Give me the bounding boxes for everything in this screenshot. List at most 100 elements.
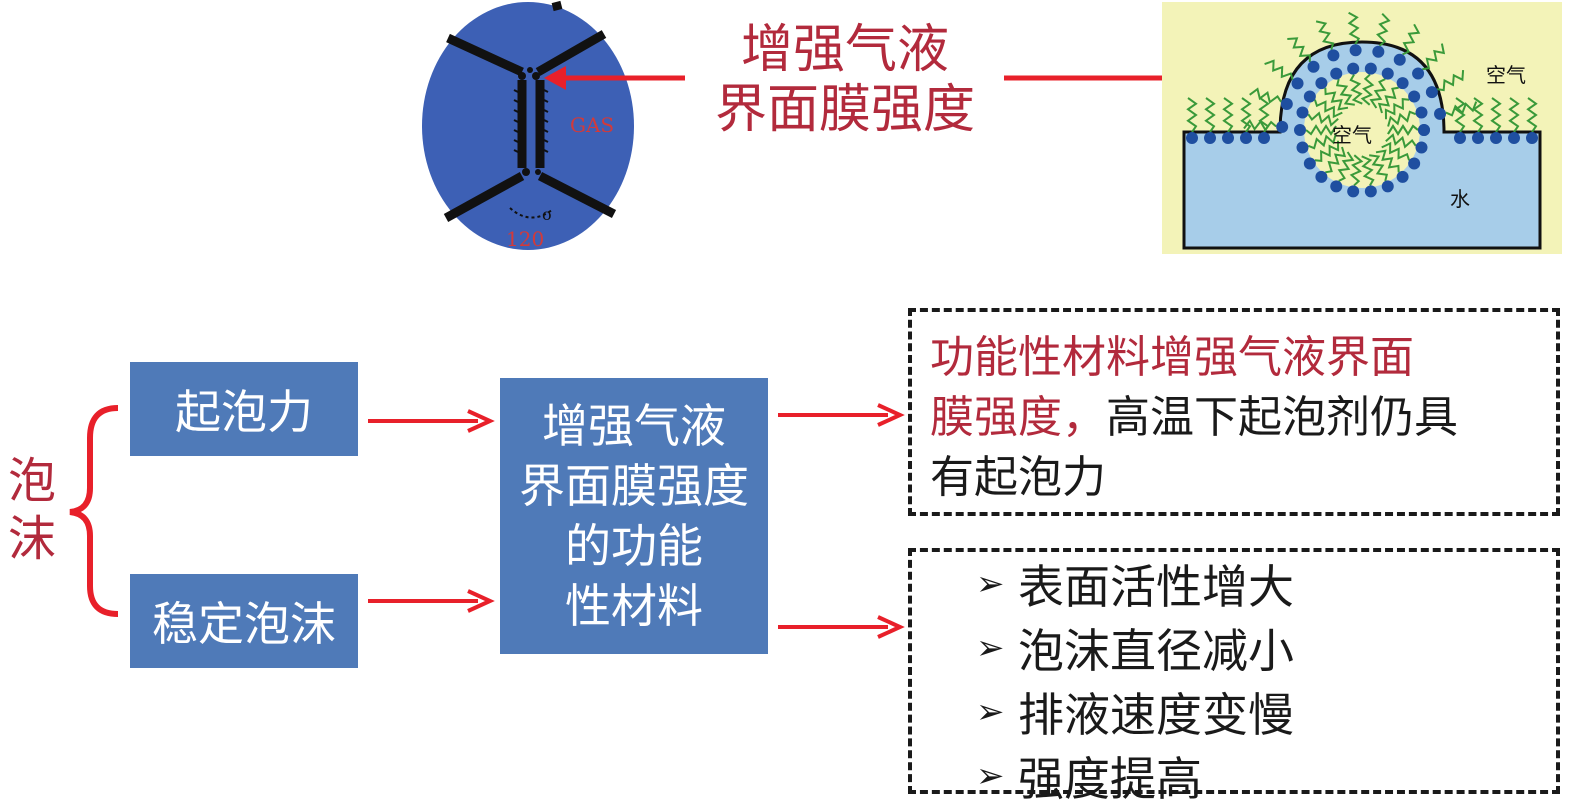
surfactant-head [1349, 44, 1362, 57]
surfactant-head [1294, 124, 1306, 136]
surfactant-tail [1381, 141, 1411, 161]
bullet-item: ➢ 强度提高 [976, 744, 1294, 808]
arrow-center-to-top-result [778, 403, 905, 427]
gas-label: GAS [570, 113, 614, 137]
surfactant-head [1303, 90, 1316, 103]
surfactant-tail [1384, 97, 1410, 120]
foam-char2: 沫 [8, 511, 57, 567]
result-bullet-list: ➢ 表面活性增大 ➢ 泡沫直径减小 ➢ 排液速度变慢 ➢ 强度提高 [976, 552, 1294, 808]
bullet-item-text: 表面活性增大 [1018, 560, 1294, 614]
bullet-item: ➢ 泡沫直径减小 [976, 616, 1294, 680]
surfactant-tail [1305, 124, 1337, 136]
surfactant-head [1418, 124, 1430, 136]
surfactant-tail [1240, 97, 1252, 133]
lamella-lines [443, 0, 617, 222]
degree-mark: o [542, 205, 552, 224]
surfactant-tail [1387, 110, 1417, 127]
surfactant-head [1258, 132, 1270, 144]
surfactant-tail [1249, 87, 1283, 104]
foam-label: 泡 沫 [8, 452, 68, 568]
surfactant-tail [1454, 97, 1466, 133]
curly-brace [69, 405, 119, 617]
surfactant-tails [1186, 11, 1538, 187]
surfactant-head [1186, 132, 1198, 144]
top-title-line1: 增强气液 [740, 20, 949, 80]
bullet-item-text: 排液速度变慢 [1018, 688, 1294, 742]
surfactant-tail [1445, 101, 1478, 117]
surfactant-head [1315, 77, 1328, 90]
surfactant-head [1347, 185, 1360, 198]
surfactant-head [1393, 53, 1406, 66]
bullet-arrow-icon: ➢ [976, 692, 1005, 732]
surfactant-tail [1314, 140, 1340, 163]
surfactant-tail [1337, 151, 1355, 182]
surfactant-head [1415, 106, 1428, 119]
surfactant-tail [1335, 78, 1355, 106]
surfactant-head [1296, 106, 1309, 119]
surfactant-head [1291, 77, 1304, 90]
surfactant-tail [1315, 20, 1335, 51]
surfactant-tail [1526, 97, 1538, 133]
surfactant-tail [1508, 97, 1520, 133]
surfactant-tail [1385, 133, 1417, 149]
surfactant-tail [1349, 74, 1363, 105]
surfactant-head [1472, 132, 1484, 144]
surfactant-tail [1307, 133, 1337, 150]
bullet-item: ➢ 表面活性增大 [976, 552, 1294, 616]
top-title-line2: 界面膜强度 [714, 80, 975, 140]
surfactant-tail [1307, 111, 1339, 127]
surfactant-tail [1243, 118, 1277, 132]
box-stable-foam: 稳定泡沫 [130, 574, 358, 668]
surfactant-tail [1222, 97, 1234, 133]
surfactant-tail [1436, 70, 1465, 92]
angle-label: 120 [506, 227, 544, 250]
surfactant-tail [1376, 13, 1391, 47]
center-line1: 增强气液 [542, 399, 726, 453]
center-line2: 界面膜强度 [519, 459, 749, 513]
top-title: 增强气液 界面膜强度 [700, 20, 990, 140]
air-inner-label: 空气 [1332, 123, 1372, 147]
bullet-arrow-icon: ➢ [976, 756, 1005, 796]
surfactant-head [1434, 107, 1447, 120]
surfactant-head [1327, 49, 1340, 62]
surfactant-head [1307, 60, 1320, 73]
surfactant-tail [1490, 97, 1502, 133]
surfactant-head [1276, 120, 1289, 133]
surfactant-head [1396, 77, 1409, 90]
surfactant-head [1396, 170, 1409, 183]
surfactant-tail [1325, 146, 1347, 174]
surfactant-head [1364, 62, 1377, 75]
interface-figure: 空气 空气 水 [1162, 2, 1562, 254]
result-box-bottom: ➢ 表面活性增大 ➢ 泡沫直径减小 ➢ 排液速度变慢 ➢ 强度提高 [908, 548, 1560, 806]
surfactant-head [1408, 90, 1421, 103]
surfactant-head [1412, 67, 1425, 80]
gas-bubble-ellipse [422, 2, 634, 250]
surfactant-head [1364, 185, 1377, 198]
surfactant-tail [1375, 149, 1400, 173]
result-top-line1: 功能性材料增强气液界面 [930, 332, 1414, 383]
surfactant-head [1330, 67, 1343, 80]
arrow-foaming-to-center [368, 409, 495, 433]
surfactant-head [1315, 170, 1328, 183]
surfactant-tail [1361, 155, 1375, 186]
surfactant-head [1280, 98, 1293, 111]
air-outer-label: 空气 [1486, 63, 1526, 87]
surfactant-tail [1264, 59, 1294, 81]
surfactant-tail [1422, 43, 1446, 71]
surfactant-tail [1287, 37, 1311, 63]
result-top-text: 功能性材料增强气液界面 膜强度，高温下起泡剂仍具 有起泡力 [930, 328, 1550, 508]
result-top-line2-dark: 高温下起泡剂仍具 [1106, 392, 1458, 443]
surfactant-tail [1347, 11, 1361, 45]
surfactant-head [1372, 45, 1385, 58]
bullet-item-text: 强度提高 [1018, 752, 1202, 806]
surfactant-tail [1369, 78, 1387, 109]
surfactant-tail [1377, 86, 1399, 114]
surfactant-head [1454, 132, 1466, 144]
surfactant-head [1381, 67, 1394, 80]
foam-bubble-figure: GAS 120 o [422, 0, 634, 250]
surfactant-heads [1186, 44, 1538, 198]
surfactant-head [1508, 132, 1520, 144]
center-line3: 的功能 [565, 519, 703, 573]
arrow-stable-to-center [368, 589, 495, 613]
surfactant-head [1330, 180, 1343, 193]
